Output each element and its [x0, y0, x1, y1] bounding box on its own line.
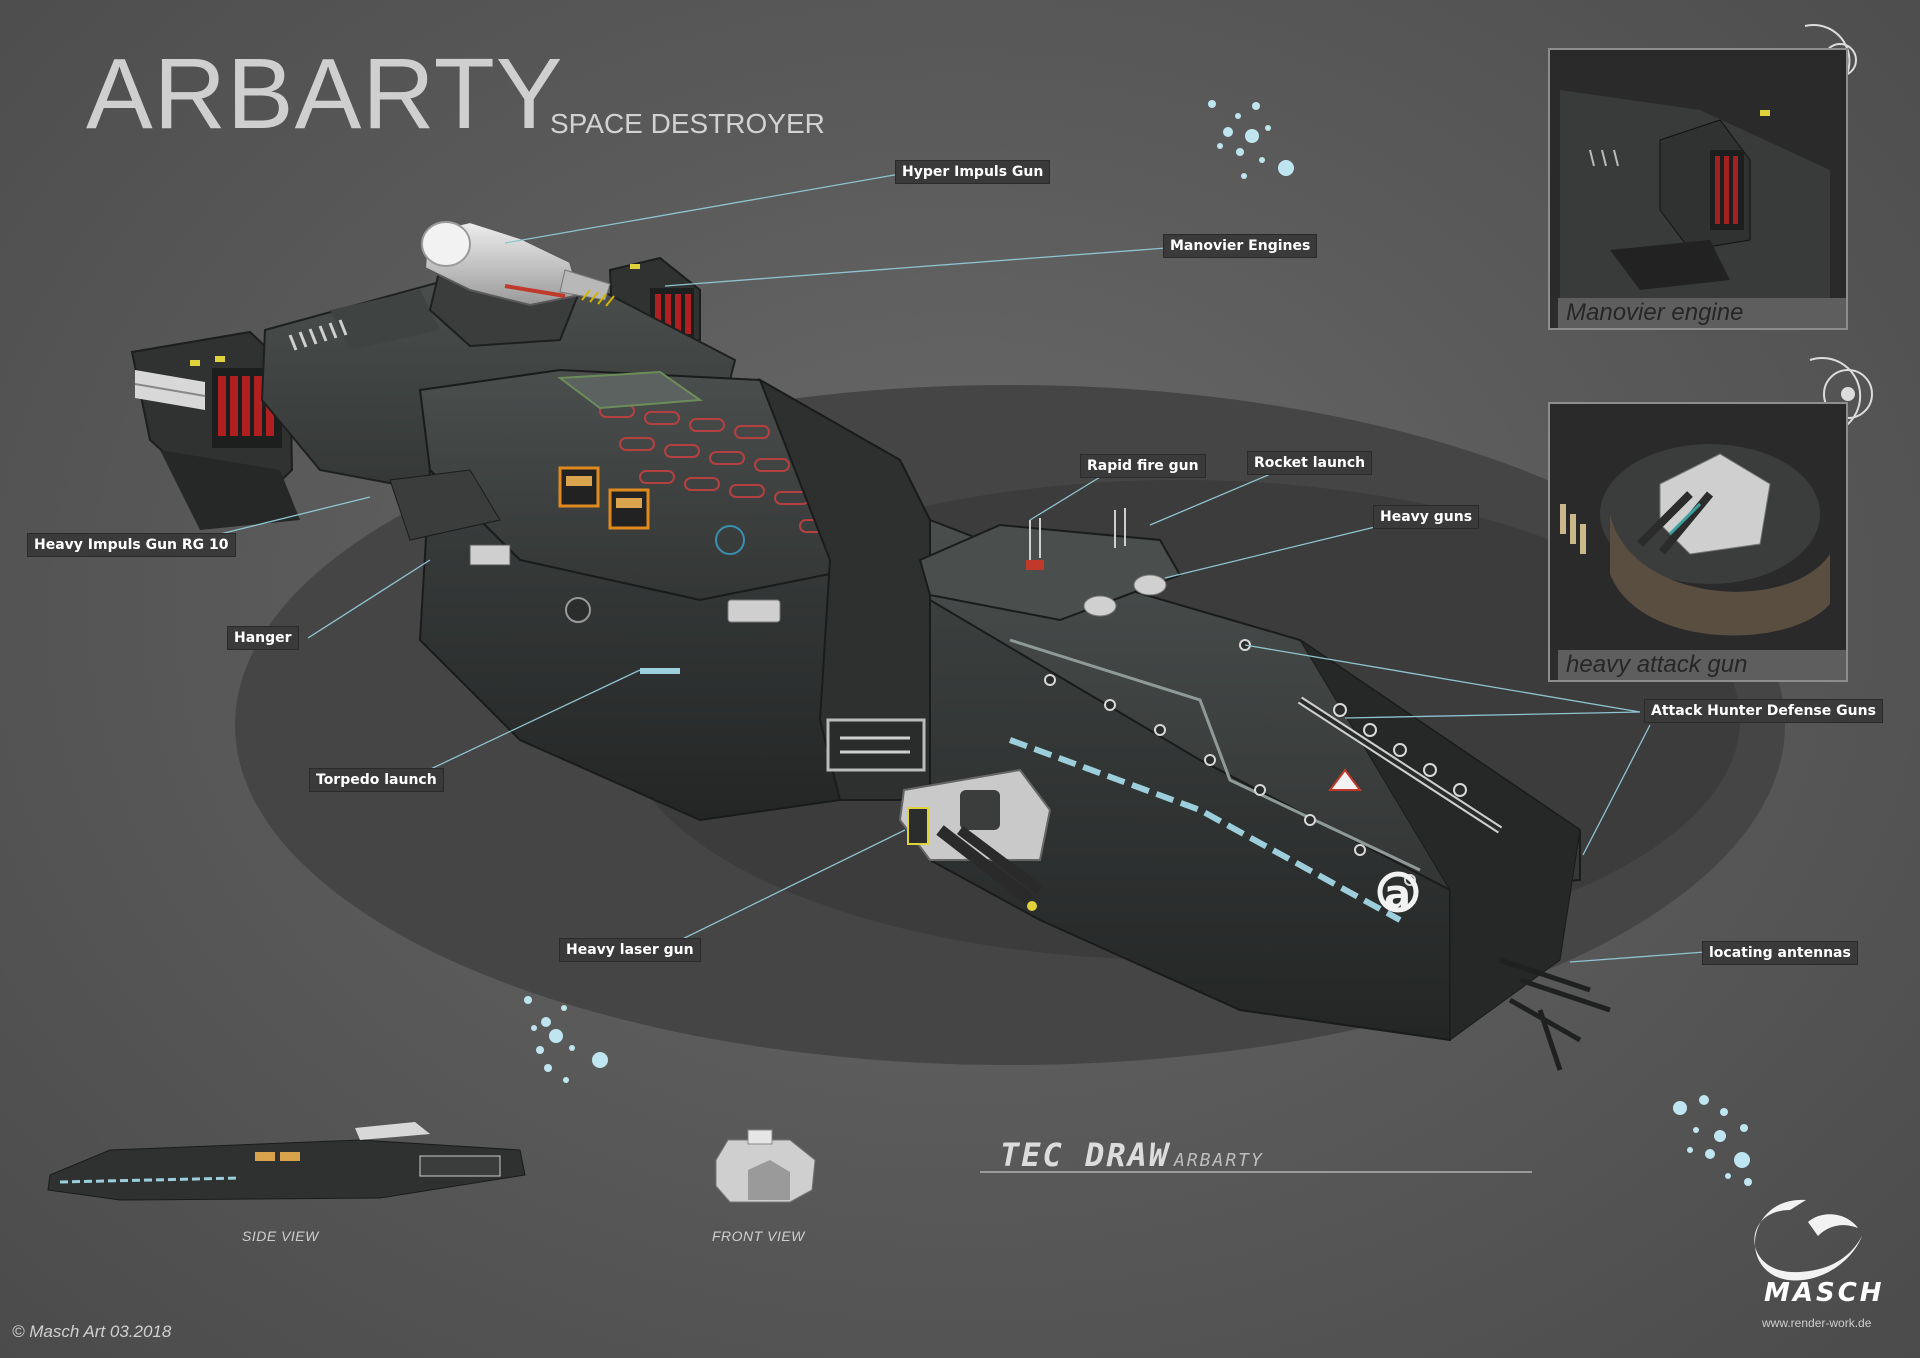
sparkle-cluster [524, 996, 608, 1083]
inset-caption-manovier-engine: Manovier engine [1558, 298, 1846, 328]
sparkle-cluster [1673, 1095, 1752, 1186]
locating-antennas [1499, 957, 1611, 1071]
callout-hanger: Hanger [228, 627, 298, 649]
side-view-thumbnail [47, 1122, 526, 1201]
brand-name: MASCH [1764, 1278, 1885, 1308]
hyper-impuls-gun [421, 220, 615, 348]
callout-locating-antennas: locating antennas [1703, 942, 1857, 964]
deck-capsules [599, 404, 880, 540]
ship-render: a [130, 220, 1611, 1071]
side-view-label: SIDE VIEW [242, 1228, 319, 1244]
callout-manovier-engines: Manovier Engines [1164, 235, 1317, 257]
callout-heavy-guns: Heavy guns [1374, 506, 1479, 528]
callout-rocket-launch: Rocket launch [1248, 452, 1372, 474]
rear-engine-pod-left [130, 330, 300, 530]
tec-draw-subtitle: ARBARTY [1174, 1150, 1264, 1171]
callout-heavy-laser-gun: Heavy laser gun [560, 939, 700, 961]
heavy-gun-turret [1133, 574, 1167, 596]
inset-heavy-attack-gun: heavy attack gun [1548, 402, 1848, 682]
heavy-laser-gun [898, 768, 1052, 911]
viewports [558, 466, 650, 530]
callout-rapid-fire-gun: Rapid fire gun [1081, 455, 1205, 477]
hull-bow-side [929, 598, 1451, 1042]
callout-hyper-impuls-gun: Hyper Impuls Gun [896, 161, 1050, 183]
inset-manovier-engine: Manovier engine [1548, 48, 1848, 330]
leader-lines [191, 173, 1706, 963]
tec-draw-title: TEC DRAW [1000, 1136, 1171, 1174]
callout-heavy-impuls-gun: Heavy Impuls Gun RG 10 [28, 534, 235, 556]
copyright-notice: © Masch Art 03.2018 [12, 1322, 172, 1341]
tec-draw-underline [980, 1171, 1532, 1173]
front-view-thumbnail [715, 1129, 816, 1203]
hull-marking: a [1384, 872, 1411, 918]
inset-image-heavy-attack-gun [1550, 404, 1846, 650]
callout-attack-hunter-defense-guns: Attack Hunter Defense Guns [1645, 700, 1882, 722]
hull-hex-segment [758, 377, 931, 801]
callout-torpedo-launch: Torpedo launch [310, 769, 443, 791]
inset-image-manovier-engine [1550, 50, 1846, 298]
heavy-gun-turret [1083, 595, 1117, 617]
page-title: ARBARTY [86, 38, 564, 150]
brand-logo [1754, 1199, 1862, 1281]
inset-caption-heavy-attack-gun: heavy attack gun [1558, 650, 1846, 680]
page-subtitle: SPACE DESTROYER [550, 108, 825, 139]
front-view-label: FRONT VIEW [712, 1228, 805, 1244]
brand-url: www.render-work.de [1762, 1316, 1872, 1330]
sparkle-cluster [1208, 100, 1294, 179]
